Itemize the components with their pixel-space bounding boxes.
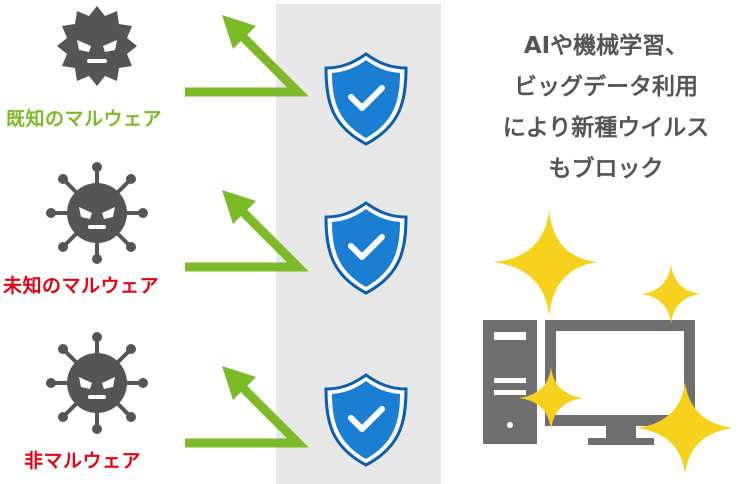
caption-line: ビッグデータ利用 — [514, 74, 698, 100]
deflect-arrow-2 — [185, 190, 309, 272]
non-malware-label: 非マルウェア — [24, 450, 142, 472]
computer-icon — [483, 320, 695, 445]
unknown-malware-label: 未知のマルウェア — [3, 275, 160, 297]
caption-line: もブロック — [548, 156, 664, 182]
unknown-malware-virus-icon — [46, 162, 148, 264]
known-malware-virus-icon — [57, 6, 137, 86]
shield-check-icon — [324, 373, 408, 467]
caption-line: AIや機械学習、 — [523, 33, 689, 59]
deflect-arrow-1 — [185, 15, 309, 97]
shield-check-icon — [324, 52, 408, 146]
non-malware-virus-icon — [46, 332, 148, 434]
shield-check-icon — [324, 201, 408, 295]
sparkle-icon — [492, 210, 733, 474]
protection-caption: AIや機械学習、 ビッグデータ利用 により新種ウイルス もブロック — [470, 26, 742, 190]
caption-line: により新種ウイルス — [502, 115, 710, 141]
known-malware-label: 既知のマルウェア — [6, 108, 163, 130]
deflect-arrow-3 — [185, 366, 309, 448]
